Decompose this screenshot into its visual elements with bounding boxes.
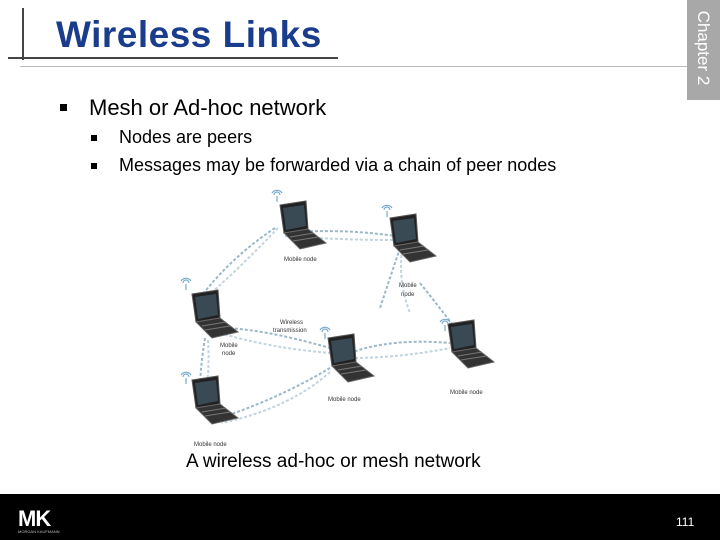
publisher-logo: MK MORGAN KAUFMANN [18, 506, 60, 534]
mobile-node-laptop [279, 200, 327, 250]
node-label: Mobile node [328, 397, 361, 403]
page-number: 111 [676, 515, 695, 529]
slide-title: Wireless Links [56, 14, 322, 55]
node-label: Mobile node [194, 442, 227, 448]
mobile-node-laptop [447, 319, 495, 369]
transmission-label: transmission [273, 328, 307, 334]
node-label: Mobile node [450, 390, 483, 396]
footer-bar [0, 494, 720, 540]
corner-line-vertical [22, 8, 24, 60]
bullet-level2: Messages may be forwarded via a chain of… [119, 155, 557, 175]
signal-icon [381, 204, 393, 218]
node-label: node [401, 292, 415, 298]
chapter-bar [687, 0, 720, 100]
bullet-marker [91, 163, 97, 169]
signal-icon [180, 277, 192, 291]
svg-text:MORGAN KAUFMANN: MORGAN KAUFMANN [18, 529, 60, 534]
chapter-label: Chapter 2 [694, 10, 713, 86]
bullet-marker [60, 104, 67, 111]
corner-line-horizontal [8, 57, 338, 59]
signal-icon [180, 371, 192, 385]
node-label: Mobile [220, 343, 238, 349]
mesh-network-diagram: Mobile node Mobile node Wireless transmi… [180, 189, 495, 448]
diagram-caption: A wireless ad-hoc or mesh network [186, 451, 481, 472]
node-label: Mobile [399, 283, 417, 289]
node-label: node [222, 351, 236, 357]
signal-icon [271, 189, 283, 203]
svg-text:MK: MK [18, 506, 51, 531]
header-divider [20, 66, 687, 67]
mobile-node-laptop [191, 289, 239, 339]
transmission-label: Wireless [280, 320, 303, 326]
bullet-marker [91, 135, 97, 141]
mobile-node-laptop [191, 375, 239, 425]
signal-icon [319, 326, 331, 340]
bullet-level1: Mesh or Ad-hoc network [89, 95, 327, 120]
node-label: Mobile node [284, 257, 317, 263]
bullet-level2: Nodes are peers [119, 127, 253, 147]
